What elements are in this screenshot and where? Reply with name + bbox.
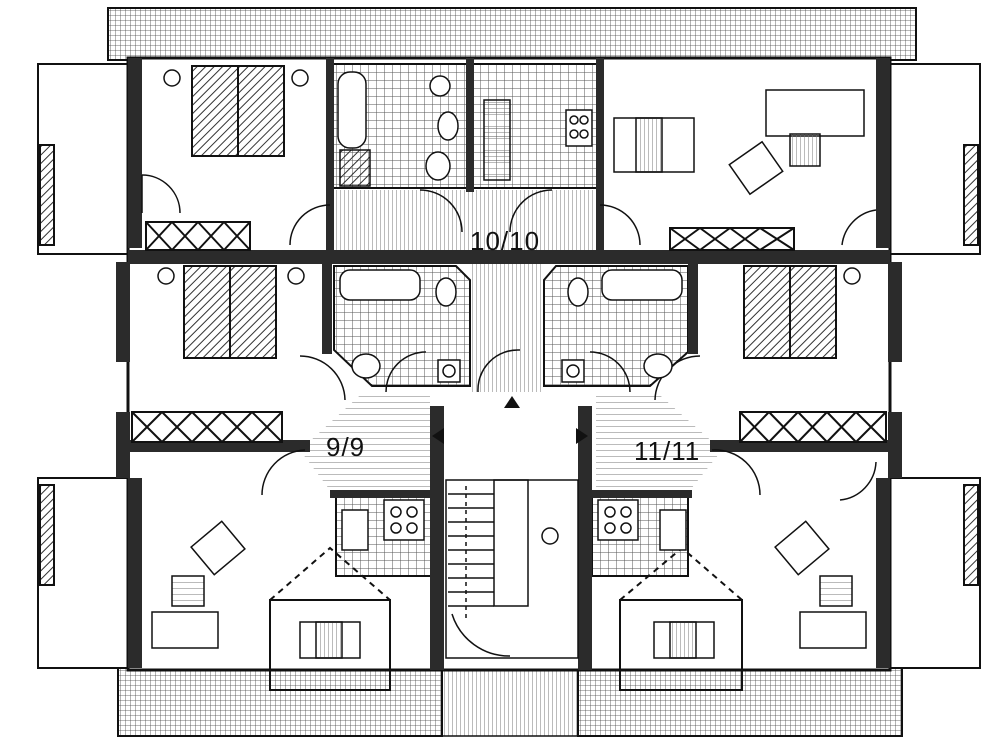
unit-labels: 10/10 9/9 11/11 [326, 226, 700, 466]
windows [131, 221, 887, 443]
arrow-right-icon [576, 428, 588, 444]
beds [183, 65, 837, 359]
fixtures [157, 69, 861, 551]
arrow-left-icon [432, 428, 444, 444]
doors [141, 174, 877, 501]
unit-label-left: 9/9 [326, 432, 365, 462]
furniture [151, 71, 867, 659]
stairwell [445, 479, 579, 659]
unit-label-top: 10/10 [470, 226, 540, 256]
arrow-up-icon [504, 396, 520, 408]
bay-windows [269, 546, 743, 691]
balconies [37, 63, 981, 669]
unit-label-right: 11/11 [634, 436, 700, 466]
orientation-arrows [432, 396, 588, 444]
corridors [300, 190, 722, 490]
